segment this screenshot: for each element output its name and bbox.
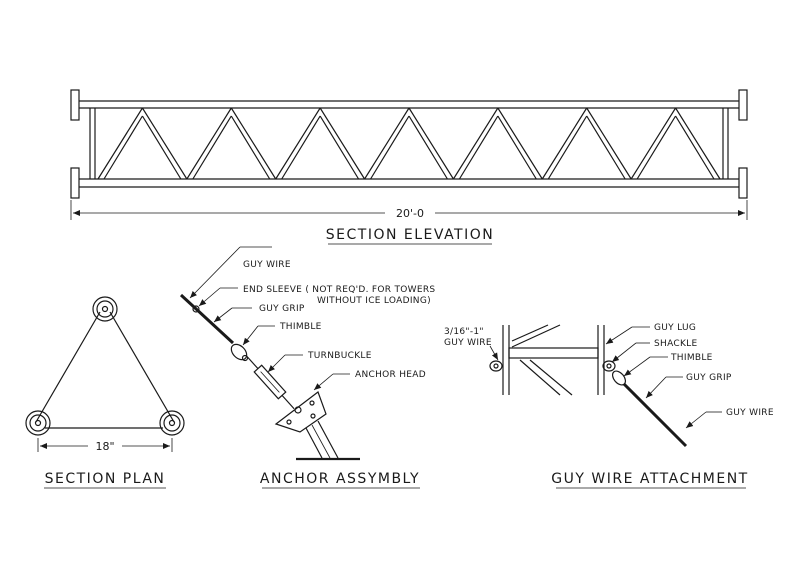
plan-leg-right xyxy=(159,410,185,436)
left-top-end-plate xyxy=(70,89,80,121)
lacing-member xyxy=(636,115,677,180)
attachment-guy-wire xyxy=(622,382,688,448)
lacing-diagonals xyxy=(97,107,721,180)
attachment-diagonals xyxy=(511,324,573,396)
lacing-member xyxy=(141,115,182,180)
left-bottom-end-plate xyxy=(70,167,80,199)
top-chord xyxy=(79,100,739,109)
elevation-dimension-text: 20'-0 xyxy=(396,207,424,220)
lacing-member xyxy=(541,107,588,180)
label-guy-grip: GUY GRIP xyxy=(259,304,305,314)
elevation-dimension-line xyxy=(70,200,748,220)
section-plan-view: 18" SECTION PLAN xyxy=(25,296,185,489)
guy-wire-attachment-view: 3/16"-1" GUY WIRE GUY LUG SHACKLE THIMBL… xyxy=(444,323,774,489)
label-thimble: THIMBLE xyxy=(279,322,322,332)
label-attachment-guy-wire: GUY WIRE xyxy=(726,408,774,418)
lacing-member xyxy=(192,115,232,180)
lacing-member xyxy=(452,107,499,180)
anchor-thimble xyxy=(230,343,248,361)
plan-triangle-legs xyxy=(35,311,175,429)
lacing-member xyxy=(408,115,448,180)
end-sleeve xyxy=(192,305,200,313)
plan-leg-left xyxy=(25,410,51,436)
lacing-member xyxy=(97,107,143,180)
lacing-member xyxy=(497,107,543,180)
label-anchor-head: ANCHOR HEAD xyxy=(355,370,426,380)
guy-lug-left xyxy=(489,360,503,372)
label-attachment-guy-grip: GUY GRIP xyxy=(686,373,732,383)
plan-dimension-text: 18" xyxy=(95,440,114,453)
guy-lug-right xyxy=(602,360,616,372)
label-guy-lug: GUY LUG xyxy=(654,323,696,333)
guy-wire-attachment-title: GUY WIRE ATTACHMENT xyxy=(551,471,748,487)
guy-lug-bar xyxy=(508,347,599,359)
anchor-head-plate xyxy=(274,391,327,433)
bottom-chord xyxy=(79,178,739,188)
end-verticals xyxy=(89,108,729,179)
label-end-sleeve-line1: END SLEEVE ( NOT REQ'D. FOR TOWERS xyxy=(243,285,435,295)
lacing-member xyxy=(281,115,321,180)
plan-leg-top xyxy=(92,296,118,322)
plan-dimension-line xyxy=(37,438,173,452)
section-elevation-view: 20'-0 SECTION ELEVATION xyxy=(70,89,748,245)
lacing-member xyxy=(141,107,188,180)
lacing-member xyxy=(497,115,537,180)
turnbuckle-body xyxy=(246,356,295,410)
lacing-member xyxy=(186,107,232,180)
label-shackle: SHACKLE xyxy=(654,339,697,349)
lacing-member xyxy=(630,107,677,180)
right-bottom-end-plate xyxy=(738,167,748,199)
lacing-member xyxy=(364,107,410,180)
lacing-member xyxy=(230,107,277,180)
lacing-member xyxy=(586,107,632,180)
label-wire-size-line2: GUY WIRE xyxy=(444,338,492,348)
lacing-member xyxy=(275,107,321,180)
label-attachment-thimble: THIMBLE xyxy=(670,353,713,363)
lacing-member xyxy=(586,115,626,180)
lacing-member xyxy=(319,107,366,180)
label-guy-wire: GUY WIRE xyxy=(243,260,291,270)
lacing-member xyxy=(547,115,588,180)
anchor-assembly-view: GUY WIRE END SLEEVE ( NOT REQ'D. FOR TOW… xyxy=(179,246,435,489)
anchor-assembly-title: ANCHOR ASSYMBLY xyxy=(260,471,420,487)
attachment-tower-legs xyxy=(502,325,605,395)
right-top-end-plate xyxy=(738,89,748,121)
label-end-sleeve-line2: WITHOUT ICE LOADING) xyxy=(317,296,431,306)
lacing-member xyxy=(458,115,499,180)
lacing-member xyxy=(675,115,715,180)
label-wire-size-line1: 3/16"-1" xyxy=(444,327,484,337)
lacing-member xyxy=(230,115,271,180)
lacing-member xyxy=(103,115,143,180)
label-turnbuckle: TURNBUCKLE xyxy=(307,351,372,361)
section-plan-title: SECTION PLAN xyxy=(45,471,166,487)
lacing-member xyxy=(675,107,721,180)
lacing-member xyxy=(319,115,360,180)
anchor-leaders xyxy=(189,246,350,391)
anchor-guy-wire xyxy=(179,293,235,345)
lacing-member xyxy=(408,107,454,180)
lacing-member xyxy=(370,115,410,180)
section-elevation-title: SECTION ELEVATION xyxy=(326,227,494,243)
attachment-leaders xyxy=(489,326,722,429)
anchor-rod xyxy=(305,420,339,459)
